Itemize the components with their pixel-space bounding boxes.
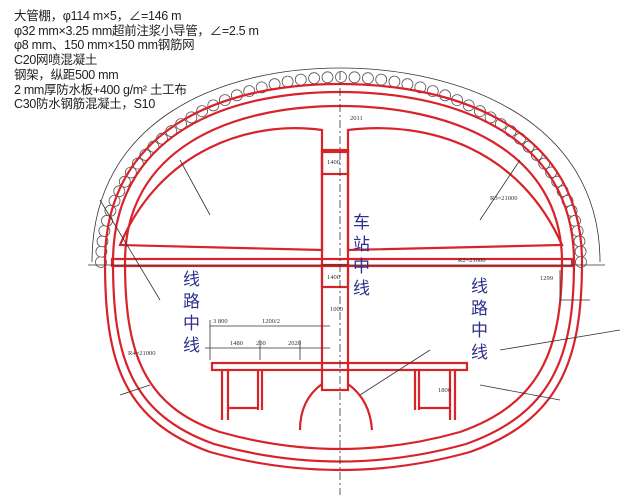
legend-item: 钢架，纵距500 mm	[14, 67, 119, 82]
pipe-circle	[375, 73, 388, 86]
legend-item: 大管棚，φ114 m×5，∠=146 m	[14, 9, 182, 23]
pipe-circle	[321, 71, 334, 84]
pipe-circle	[308, 72, 321, 85]
legend-item: φ32 mm×3.25 mm超前注浆小导管，∠=2.5 m	[14, 23, 259, 38]
dim-label: R3=21000	[490, 195, 518, 202]
upper-right-drift	[346, 127, 564, 252]
dim-label: 1480	[230, 340, 243, 347]
legend-item: C20网喷混凝土	[14, 53, 98, 68]
pipe-circle	[388, 75, 401, 88]
svg-text:中: 中	[353, 257, 370, 277]
dim-label: 1299	[540, 275, 553, 282]
dim-label: 2020	[288, 340, 301, 347]
svg-text:车: 车	[353, 213, 370, 233]
svg-text:线: 线	[353, 279, 370, 299]
center-wall	[320, 148, 350, 392]
upper-left-drift	[118, 127, 324, 252]
excavation-outline	[91, 67, 601, 263]
pipe-circle	[294, 73, 307, 86]
svg-text:线: 线	[471, 277, 488, 297]
dim-label: R4=21000	[128, 350, 156, 357]
line-centerline-label-left: 线 路 中 线	[183, 270, 200, 356]
svg-text:线: 线	[183, 270, 200, 290]
dim-label: 1400	[327, 159, 340, 166]
dim-label: R2=21000	[458, 257, 486, 264]
station-centerline-label: 车 站 中 线	[353, 213, 370, 299]
pipe-circle	[571, 225, 584, 237]
dim-label: 1200/2	[262, 318, 280, 325]
dim-label: 200	[256, 340, 266, 347]
dim-label: 1000	[330, 306, 343, 313]
pipe-roof-circles	[95, 71, 587, 268]
pipe-circle	[335, 71, 347, 83]
primary-lining-inner	[111, 90, 576, 463]
primary-lining-outer	[103, 82, 584, 472]
legend-item: C30防水钢筋混凝土，S10	[14, 97, 155, 112]
svg-text:线: 线	[471, 343, 488, 363]
svg-text:中: 中	[471, 321, 488, 341]
material-legend: 大管棚，φ114 m×5，∠=146 m φ32 mm×3.25 mm超前注浆小…	[14, 9, 259, 112]
svg-text:路: 路	[183, 292, 200, 312]
line-centerline-label-right: 线 路 中 线	[471, 277, 488, 363]
pipe-circle	[348, 71, 361, 84]
dim-label: 1400	[327, 274, 340, 281]
legend-item: φ8 mm、150 mm×150 mm钢筋网	[14, 38, 195, 53]
dim-label: 2011	[350, 115, 363, 122]
dim-label: 3 800	[213, 318, 228, 325]
svg-text:中: 中	[183, 314, 200, 334]
dim-label: 1800	[438, 387, 451, 394]
center-footing	[298, 383, 374, 431]
platform-columns	[220, 370, 457, 420]
svg-text:路: 路	[471, 299, 488, 319]
legend-item: 2 mm厚防水板+400 g/m² 土工布	[14, 82, 187, 97]
svg-text:站: 站	[353, 235, 370, 255]
center-box-top	[320, 150, 350, 176]
secondary-lining	[123, 104, 564, 451]
platform-slab	[210, 361, 469, 372]
pipe-circle	[361, 72, 374, 85]
svg-text:线: 线	[183, 336, 200, 356]
dimension-lines	[99, 159, 621, 401]
